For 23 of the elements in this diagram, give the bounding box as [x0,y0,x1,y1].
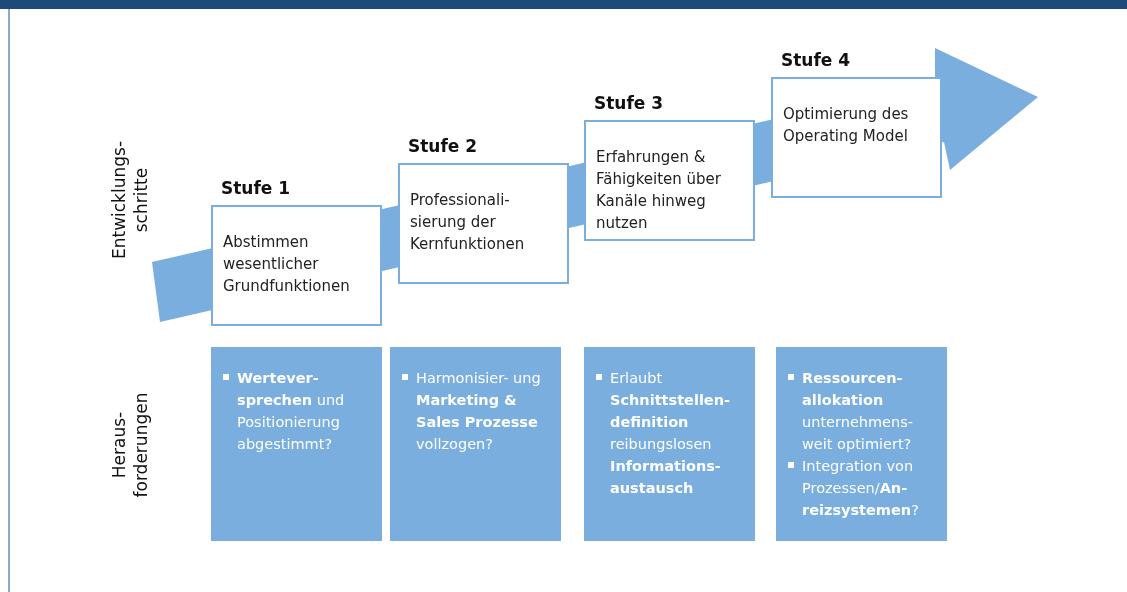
bullet-text: Ressourcen- allokation unternehmens- weit optimiert? [788,367,939,455]
stage-box [584,120,755,241]
stage-heading: Stufe 4 [781,50,851,70]
bullet-text: Harmonisier- ung Marketing & Sales Prozesse vollzogen? [402,367,553,455]
stage-box [398,163,569,284]
challenge-box [584,347,755,541]
bullet-text: Integration von Prozessen/An- reizsystemen? [788,455,939,521]
bullet-text: Wertever- sprechen und Positionierung abgestimmt? [223,367,374,455]
stage-text: Erfahrungen & Fähigkeiten über Kanäle hinweg nutzen [596,147,722,234]
stage-box [771,77,942,198]
stage-heading: Stufe 3 [594,93,664,113]
row-label: Entwicklungs- schritte [108,140,152,260]
stage-heading: Stufe 1 [221,178,291,198]
bullet-text: Erlaubt Schnittstellen- definition reibungslosen Informations- austausch [596,367,747,499]
challenge-box [211,347,382,541]
stage-text: Abstimmen wesentlicher Grundfunktionen [223,232,351,297]
challenge-box [776,347,947,541]
stage-text: Optimierung des Operating Model [783,104,910,147]
row-label: Heraus- forderungen [108,391,152,500]
stage-box [211,205,382,326]
stage-heading: Stufe 2 [408,136,478,156]
stage-text: Professionali- sierung der Kernfunktionen [410,190,526,255]
challenge-box [390,347,561,541]
